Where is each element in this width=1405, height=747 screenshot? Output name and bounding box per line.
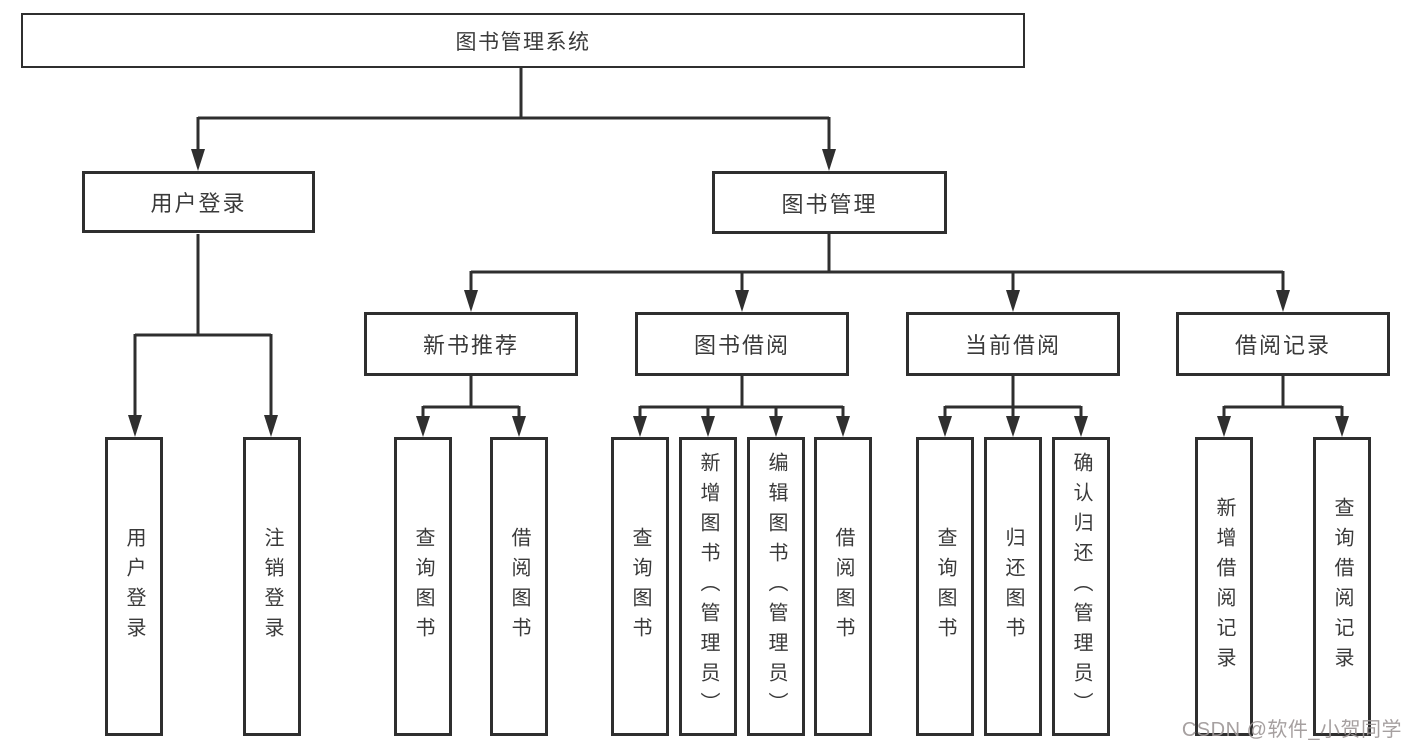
arrowhead: [938, 416, 952, 437]
arrowhead: [1006, 290, 1020, 312]
node-book-borrow-label: 图书借阅: [693, 333, 790, 358]
connector-currentborrow-to-leaves: [943, 376, 1083, 417]
leaf-query-borrow-record-label: 查询借阅记录: [1331, 496, 1353, 677]
leaf-add-borrow-record-label: 新增借阅记录: [1213, 496, 1235, 677]
leaf-borrow-books: 借阅图书: [814, 437, 872, 736]
node-book-borrow: 图书借阅: [635, 312, 849, 376]
arrowhead: [633, 416, 647, 437]
node-new-book-recommend-label: 新书推荐: [422, 333, 519, 358]
connector-root-to-level2: [196, 68, 831, 150]
node-new-book-recommend: 新书推荐: [364, 312, 578, 376]
leaf-logout-login-label: 注销登录: [261, 526, 283, 647]
arrowhead: [264, 415, 278, 437]
node-borrow-records: 借阅记录: [1176, 312, 1390, 376]
leaf-borrow-books-recommend: 借阅图书: [490, 437, 548, 736]
node-user-login: 用户登录: [82, 171, 315, 233]
arrowhead: [735, 290, 749, 312]
leaf-query-books-current: 查询图书: [916, 437, 974, 736]
node-library-management-system-label: 图书管理系统: [455, 30, 591, 54]
node-user-login-label: 用户登录: [150, 191, 247, 216]
arrowhead: [1335, 416, 1349, 437]
leaf-query-books-current-label: 查询图书: [934, 526, 956, 647]
leaf-logout-login: 注销登录: [243, 437, 301, 736]
leaf-query-books-borrow: 查询图书: [611, 437, 669, 736]
leaf-query-books-recommend: 查询图书: [394, 437, 452, 736]
leaf-edit-books-admin-label: 编辑图书（管理员）: [765, 451, 787, 722]
csdn-watermark: CSDN @软件_小贺同学: [1181, 719, 1402, 741]
node-current-borrow-label: 当前借阅: [964, 333, 1061, 358]
node-library-management-system: 图书管理系统: [21, 13, 1025, 68]
leaf-return-books: 归还图书: [984, 437, 1042, 736]
leaf-confirm-return-admin-label: 确认归还（管理员）: [1070, 451, 1092, 722]
node-current-borrow: 当前借阅: [906, 312, 1120, 376]
arrowhead: [464, 290, 478, 312]
leaf-confirm-return-admin: 确认归还（管理员）: [1052, 437, 1110, 736]
arrowhead: [1074, 416, 1088, 437]
arrowhead: [512, 416, 526, 437]
leaf-borrow-books-recommend-label: 借阅图书: [508, 526, 530, 647]
arrowhead: [822, 149, 836, 171]
arrowhead: [416, 416, 430, 437]
leaf-add-books-admin-label: 新增图书（管理员）: [697, 451, 719, 722]
leaf-query-borrow-record: 查询借阅记录: [1313, 437, 1371, 736]
node-book-management: 图书管理: [712, 171, 947, 234]
arrowhead: [769, 416, 783, 437]
arrowheads: [128, 149, 1349, 437]
leaf-return-books-label: 归还图书: [1002, 526, 1024, 647]
leaf-borrow-books-label: 借阅图书: [832, 526, 854, 647]
leaf-edit-books-admin: 编辑图书（管理员）: [747, 437, 805, 736]
arrowhead: [1006, 416, 1020, 437]
arrowhead: [1276, 290, 1290, 312]
arrowhead: [191, 149, 205, 171]
connector-records-to-leaves: [1222, 376, 1344, 417]
connector-userlogin-to-leaves: [133, 234, 273, 416]
arrowhead: [701, 416, 715, 437]
leaf-add-borrow-record: 新增借阅记录: [1195, 437, 1253, 736]
leaf-user-login-label: 用户登录: [123, 526, 145, 647]
node-book-management-label: 图书管理: [781, 191, 878, 217]
node-borrow-records-label: 借阅记录: [1234, 333, 1331, 358]
arrowhead: [128, 415, 142, 437]
connector-bookborrow-to-leaves: [638, 376, 845, 417]
connector-newbook-to-leaves: [421, 376, 521, 417]
arrowhead: [1217, 416, 1231, 437]
leaf-query-books-borrow-label: 查询图书: [629, 526, 651, 647]
leaf-add-books-admin: 新增图书（管理员）: [679, 437, 737, 736]
leaf-user-login: 用户登录: [105, 437, 163, 736]
arrowhead: [836, 416, 850, 437]
connector-bookmgmt-to-level3: [469, 234, 1285, 291]
leaf-query-books-recommend-label: 查询图书: [412, 526, 434, 647]
